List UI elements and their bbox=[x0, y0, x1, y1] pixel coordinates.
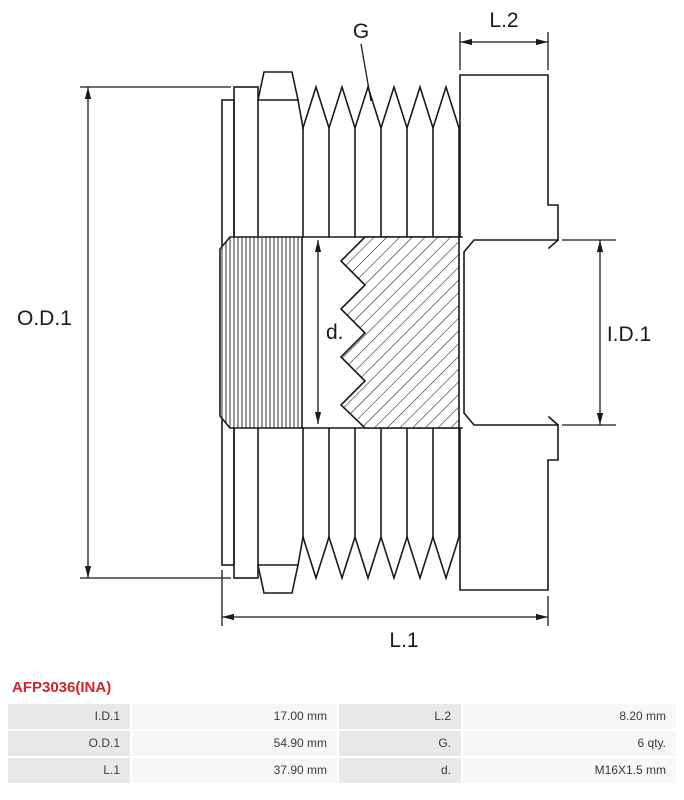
dimension-id1: I.D.1 bbox=[562, 239, 651, 426]
knurled-hub-section bbox=[219, 236, 303, 429]
dimension-l2: L.2 bbox=[459, 9, 549, 70]
l2-label: L.2 bbox=[489, 9, 518, 32]
belt-grooves-bottom bbox=[301, 427, 461, 581]
spec-label-od1: O.D.1 bbox=[8, 731, 130, 756]
bore-cavity bbox=[463, 238, 560, 427]
spec-value-od1: 54.90 mm bbox=[132, 731, 337, 756]
dimension-d: d. bbox=[314, 240, 344, 424]
part-number: AFP3036(INA) bbox=[12, 679, 112, 696]
g-label: G bbox=[353, 20, 369, 43]
belt-grooves-top bbox=[301, 84, 461, 238]
technical-drawing: O.D.1 G L.2 I.D.1 L.1 d. bbox=[17, 9, 651, 652]
spec-label-d: d. bbox=[339, 758, 461, 783]
spec-value-l1: 37.90 mm bbox=[132, 758, 337, 783]
spec-label-l1: L.1 bbox=[8, 758, 130, 783]
dimension-l1: L.1 bbox=[221, 570, 549, 652]
od1-label: O.D.1 bbox=[17, 307, 72, 330]
flange-tab-top bbox=[257, 71, 299, 101]
dimension-od1: O.D.1 bbox=[17, 86, 231, 579]
spec-table: I.D.1 17.00 mm L.2 8.20 mm O.D.1 54.90 m… bbox=[8, 704, 676, 783]
spec-value-g: 6 qty. bbox=[463, 731, 676, 756]
spec-label-id1: I.D.1 bbox=[8, 704, 130, 729]
d-label: d. bbox=[326, 321, 344, 344]
spec-value-d: M16X1.5 mm bbox=[463, 758, 676, 783]
spec-label-g: G. bbox=[339, 731, 461, 756]
spec-value-l2: 8.20 mm bbox=[463, 704, 676, 729]
threaded-bore-section bbox=[339, 236, 460, 429]
spec-value-id1: 17.00 mm bbox=[132, 704, 337, 729]
pulley-body-right bbox=[459, 74, 559, 591]
spec-label-l2: L.2 bbox=[339, 704, 461, 729]
flange-tab-bottom bbox=[257, 564, 299, 594]
l1-label: L.1 bbox=[389, 629, 418, 652]
pulley-cross-section bbox=[219, 71, 560, 594]
id1-label: I.D.1 bbox=[607, 323, 651, 346]
dimension-g: G bbox=[353, 20, 372, 102]
